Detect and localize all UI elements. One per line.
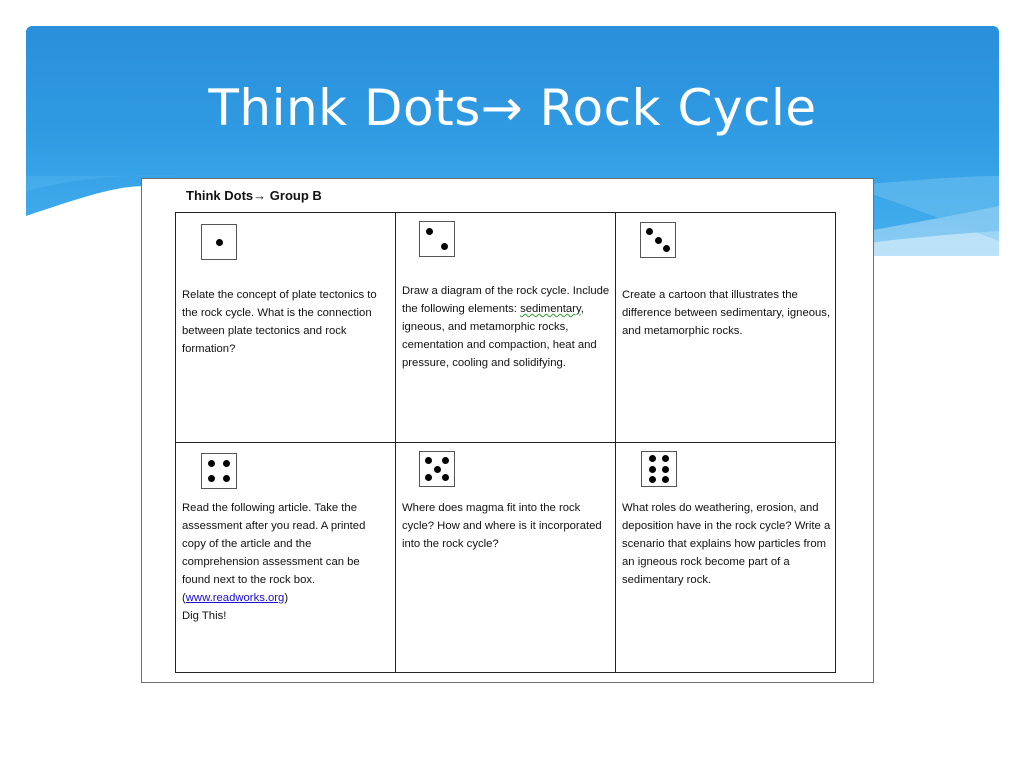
die-pip	[662, 465, 670, 473]
die-pip	[662, 455, 670, 463]
die-pip	[208, 474, 216, 482]
think-dots-grid: Relate the concept of plate tectonics to…	[175, 212, 836, 673]
cell-4: Read the following article. Take the ass…	[175, 442, 396, 673]
die-pip	[648, 455, 656, 463]
die-pip	[442, 457, 449, 464]
cell-6-text: What roles do weathering, erosion, and d…	[622, 502, 831, 586]
die-pip	[426, 228, 434, 236]
die-pip	[646, 228, 653, 235]
die-pip	[440, 242, 448, 250]
die-two-icon	[419, 221, 455, 257]
die-pip	[654, 236, 662, 244]
die-one-icon	[201, 224, 237, 260]
readworks-link[interactable]: www.readworks.org	[185, 592, 285, 604]
document-heading: Think Dots→ Group B	[186, 188, 322, 203]
cell-2-text: Draw a diagram of the rock cycle. Includ…	[402, 285, 610, 369]
die-pip	[433, 465, 441, 473]
cell-6: What roles do weathering, erosion, and d…	[615, 442, 836, 673]
die-pip	[222, 460, 230, 468]
die-pip	[215, 238, 223, 246]
cell-1-text: Relate the concept of plate tectonics to…	[182, 289, 377, 355]
die-pip	[222, 474, 230, 482]
die-pip	[208, 460, 216, 468]
cell-4-text: Read the following article. Take the ass…	[182, 502, 366, 586]
die-pip	[425, 457, 432, 464]
die-pip	[425, 474, 432, 481]
cell-5-text: Where does magma fit into the rock cycle…	[402, 502, 602, 550]
die-five-icon	[419, 451, 455, 487]
cell-3-text: Create a cartoon that illustrates the di…	[622, 289, 831, 337]
cell-1: Relate the concept of plate tectonics to…	[175, 212, 396, 443]
slide-title: Think Dots→ Rock Cycle	[208, 79, 817, 137]
cell-5: Where does magma fit into the rock cycle…	[395, 442, 616, 673]
die-pip	[442, 474, 449, 481]
die-pip	[648, 475, 656, 483]
die-pip	[662, 475, 670, 483]
document-screenshot: Think Dots→ Group B Relate the concept o…	[141, 178, 874, 683]
cell-4-footer: Dig This!	[182, 610, 227, 622]
die-six-icon	[641, 451, 677, 487]
die-pip	[648, 465, 656, 473]
die-pip	[663, 245, 670, 252]
die-three-icon	[640, 222, 676, 258]
spellcheck-word: sedimentary	[520, 303, 581, 315]
cell-2: Draw a diagram of the rock cycle. Includ…	[395, 212, 616, 443]
die-four-icon	[201, 453, 237, 489]
cell-3: Create a cartoon that illustrates the di…	[615, 212, 836, 443]
